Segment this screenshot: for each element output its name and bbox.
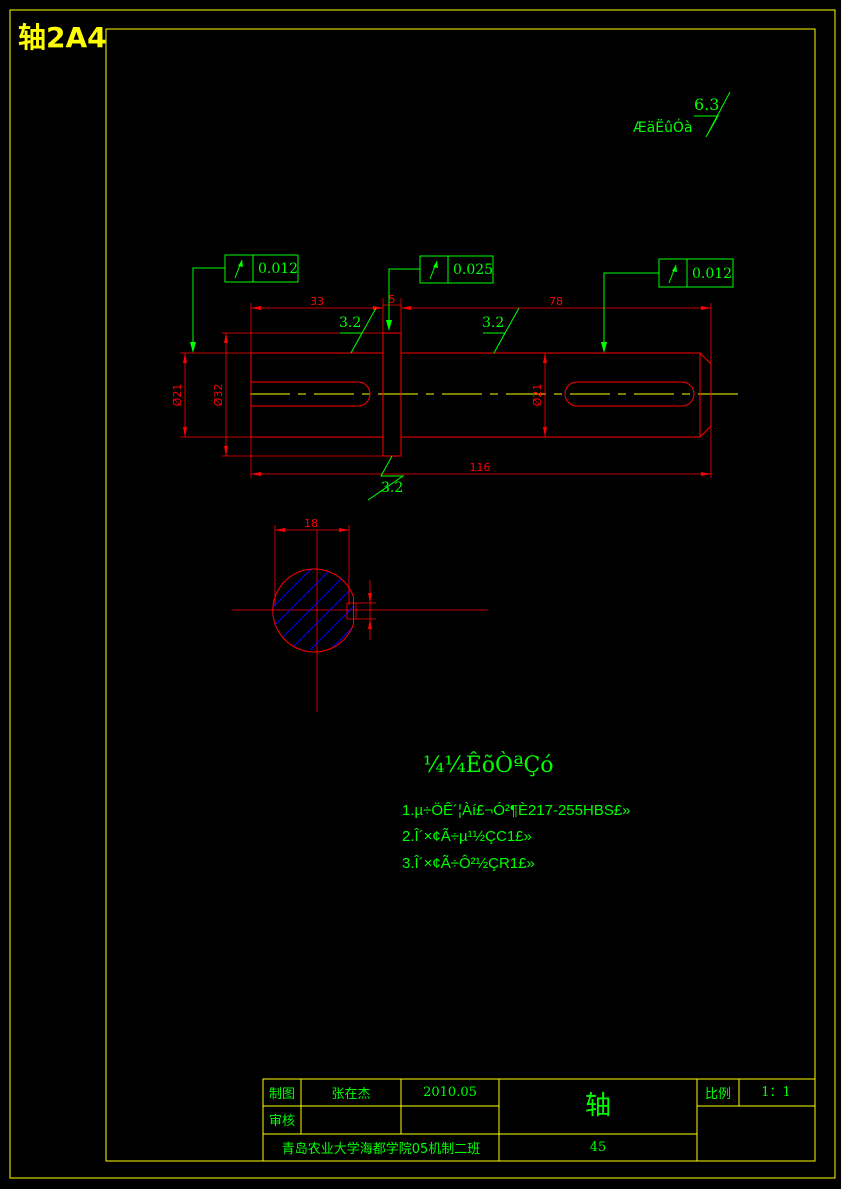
roughness-mark-3-value: 3.2 [381,480,403,496]
tolerance-frame-3: 0.012 [601,258,734,353]
check-label: 审核 [269,1114,295,1129]
sheet-title: 轴2A4 [18,21,107,54]
arrow-dia-right-t [543,353,547,363]
dim-text-18: 18 [304,517,318,530]
roughness-symbol-icon [483,307,520,354]
tolerance-3-value: 0.012 [692,266,732,282]
drawn-date: 2010.05 [423,1085,477,1100]
tech-req-item-2: 2.Î´×¢Ã÷µ¹½ÇC1£» [402,828,532,845]
scale-value: 1：1 [761,1085,791,1100]
inner-frame [105,28,816,1162]
shaft-right-section [401,352,712,438]
keyway-left [251,381,371,407]
section-keyway [346,602,357,620]
roughness-mark-1-value: 3.2 [339,315,361,331]
roughness-mark-2: 3.2 [482,307,520,354]
dim-text-5: 5 [389,293,396,306]
arrow-33-r [373,306,383,310]
dim-text-33: 33 [310,295,324,308]
arrow-key-t [368,593,372,603]
general-roughness-label: ÆäËûÓà [633,118,693,136]
dim-text-116: 116 [470,461,491,474]
leader-1 [192,267,225,348]
leader-3 [603,272,659,347]
drawn-label: 制图 [269,1087,295,1102]
arrow-116-r [701,472,711,476]
arrow-key-b [368,619,372,629]
runout-arrow-icon [429,260,438,280]
tolerance-2-value: 0.025 [453,262,493,278]
arrow-dia-left-t [183,353,187,363]
tolerance-1-value: 0.012 [258,261,298,277]
material: 45 [590,1140,607,1155]
shaft-view: 33 5 78 116 Ø21 Ø32 Ø21 3.2 3.2 3.2 0. [171,254,745,501]
arrow-dia-collar-b [224,446,228,456]
roughness-mark-2-value: 3.2 [482,315,504,331]
arrow-78-r [701,306,711,310]
arrow-116-l [251,472,261,476]
runout-arrow-icon [234,259,243,279]
scale-label: 比例 [705,1087,731,1102]
dim-text-78: 78 [549,295,563,308]
title-block: 制图 张在杰 2010.05 审核 轴 比例 1：1 青岛农业大学海都学院05机… [262,1078,816,1162]
leader-arrow-2 [386,320,392,331]
arrow-33-l [251,306,261,310]
arrow-dia-left-b [183,427,187,437]
leader-arrow-1 [190,342,196,353]
section-hatching [272,569,354,651]
roughness-mark-1: 3.2 [339,307,377,354]
cross-section-view: 18 [232,517,488,712]
tech-req-item-1: 1.µ÷ÖÊ´¦Àí£¬Ó²¶È217-255HBS£» [402,801,631,819]
tolerance-frame-2: 0.025 [386,255,494,331]
part-name: 轴 [585,1091,611,1121]
leader-arrow-3 [601,342,607,353]
arrow-78-l [401,306,411,310]
keyway-right [564,381,695,407]
shaft-left-section [250,352,383,438]
dim-text-dia-left: Ø21 [171,384,184,407]
drawn-name: 张在杰 [331,1087,370,1102]
organization: 青岛农业大学海都学院05机制二班 [282,1141,481,1157]
tech-req-item-3: 3.Î´×¢Ã÷Ô²½ÇR1£» [402,855,535,872]
roughness-symbol-icon [340,307,377,354]
arrow-dia-right-b [543,427,547,437]
tolerance-frame-1: 0.012 [190,254,299,353]
roughness-mark-3: 3.2 [367,455,405,501]
dim-text-dia-right: Ø21 [531,384,544,407]
general-roughness-value: 6.3 [694,95,719,114]
arrow-18-l [275,528,285,532]
title-block-border [262,1078,816,1162]
general-roughness: ÆäËûÓà 6.3 [633,91,731,138]
leader-2 [388,268,420,325]
section-outline [272,568,354,653]
roughness-symbol-icon [694,91,731,138]
arrow-dia-collar-t [224,333,228,343]
runout-arrow-icon [668,264,677,284]
arrow-18-r [339,528,349,532]
tech-req-heading: ¼¼ÊõÒªÇó [423,751,554,778]
dim-text-dia-collar: Ø32 [212,384,225,407]
outer-frame [9,9,836,1179]
technical-requirements: ¼¼ÊõÒªÇó 1.µ÷ÖÊ´¦Àí£¬Ó²¶È217-255HBS£» 2.… [402,751,631,872]
roughness-symbol-icon [367,455,405,501]
